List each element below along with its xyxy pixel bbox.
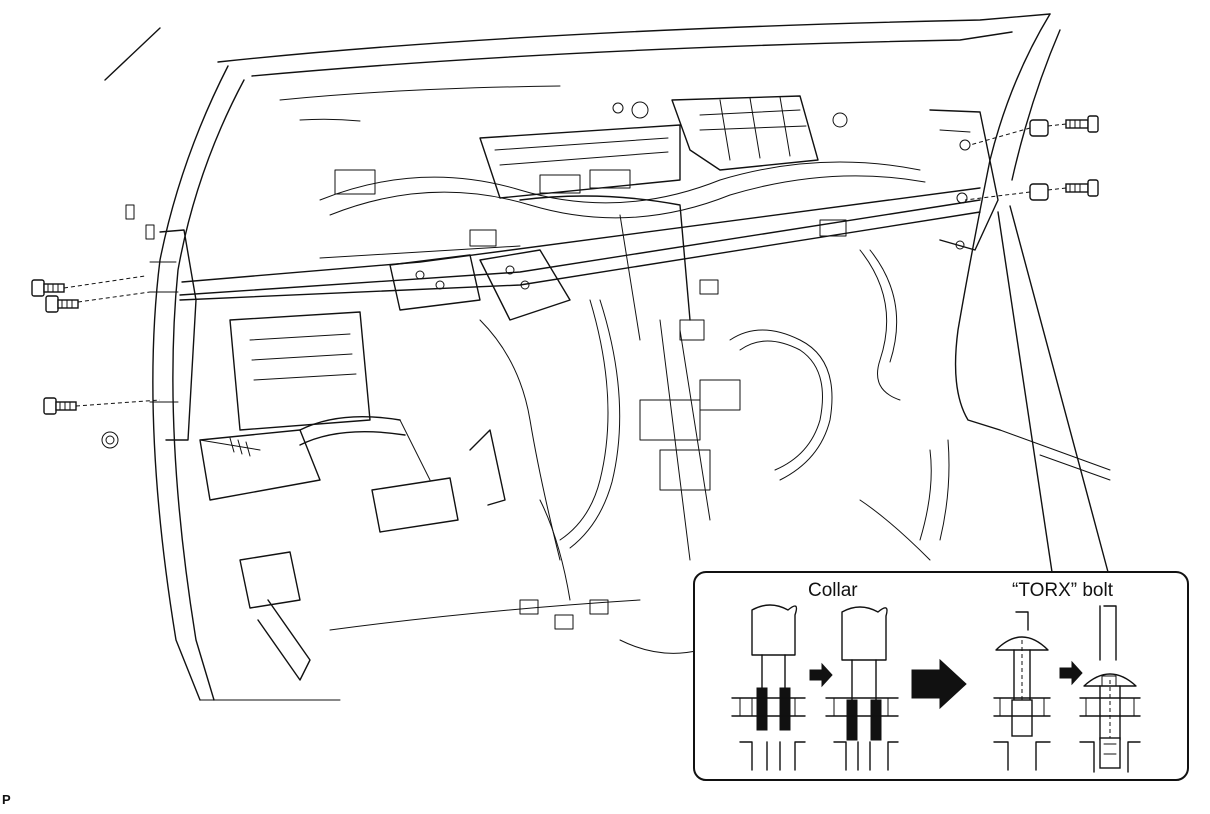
left-bolt-top [31, 275, 146, 297]
right-bolt-lower [1047, 179, 1099, 197]
right-side-bracket [929, 109, 999, 251]
illustration-code: P [2, 792, 11, 807]
collar-label: Collar [808, 580, 858, 601]
collar-step-1 [731, 604, 806, 771]
arrow-large [911, 658, 967, 710]
right-bolt-upper [1047, 115, 1099, 133]
right-collar-lower [964, 183, 1049, 201]
heater-unit [479, 95, 819, 561]
vehicle-body-outline [104, 13, 1111, 701]
steering-column [199, 415, 406, 457]
arrow-small-1 [809, 662, 833, 688]
reinforcement-beam [179, 187, 981, 301]
left-bolt-bottom [43, 397, 161, 415]
torx-bolt-label: “TORX” bolt [1012, 580, 1114, 601]
left-side-bracket [101, 204, 197, 449]
arrow-small-2 [1059, 660, 1083, 686]
torx-bolt-step-1 [993, 611, 1051, 771]
collar-step-2 [825, 606, 899, 771]
left-bolt-middle [45, 291, 151, 313]
glove-box-area [199, 249, 571, 501]
torx-bolt-step-2 [1079, 605, 1141, 773]
callout-leader-lines [997, 205, 1109, 573]
right-collar-upper [969, 119, 1049, 146]
pedals [239, 419, 506, 681]
wire-harness [319, 161, 926, 630]
